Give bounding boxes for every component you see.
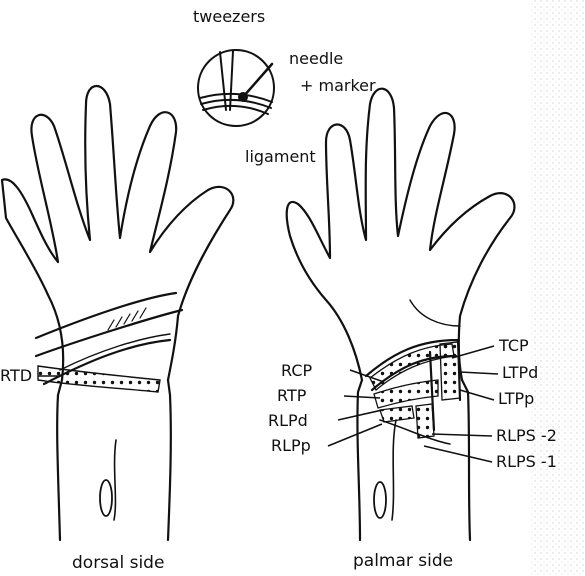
marker-dot [238,92,248,102]
dorsal-hand [2,86,233,540]
rtd-dotted-region [38,366,160,392]
rtp-label: RTP [277,386,307,405]
palmar-caption: palmar side [353,551,453,571]
palmar-dotted-regions [370,342,460,438]
dorsal-caption: dorsal side [72,553,164,573]
rlps-region [416,404,434,438]
palmar-hand [287,89,515,540]
dorsal-ligament-band [36,293,182,356]
ltpp-label: LTPp [498,389,534,408]
tweezers-shape [220,52,226,110]
ligament-label: ligament [245,147,316,166]
palmar-forearm-outline [357,380,470,540]
inset-detail [198,50,274,126]
marker-label: + marker [300,76,376,95]
dorsal-hand-outline [2,86,233,380]
palmar-hand-outline [287,89,515,380]
needle-label: needle [289,49,343,68]
rtd-label: RTD [0,366,32,385]
tweezers-label: tweezers [193,7,265,26]
rlpd-label: RLPd [268,411,308,430]
rlpd-region [380,406,414,422]
rlps-2-label: RLPS -2 [496,426,557,445]
ltpd-region [440,342,460,400]
inset-circle [198,50,274,126]
ltpd-label: LTPd [502,363,538,382]
rlpp-label: RLPp [271,436,311,455]
rlps-1-label: RLPS -1 [496,452,557,471]
tcp-label: TCP [498,336,529,355]
paper-texture [530,0,585,576]
needle-shape [243,64,272,97]
rcp-label: RCP [281,361,312,380]
